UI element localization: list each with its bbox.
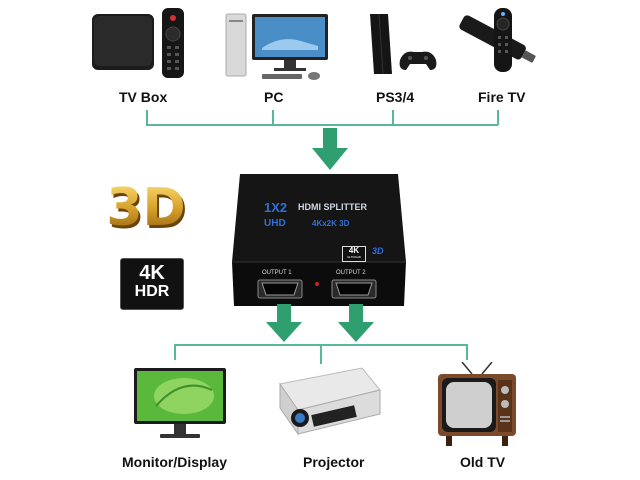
output-1-label: OUTPUT 1 bbox=[262, 270, 292, 276]
top-bracket-tick-1 bbox=[146, 110, 148, 125]
output-arrow-2-icon bbox=[338, 304, 374, 344]
fire-tv-device bbox=[446, 6, 556, 80]
hdmi-splitter-device: 1X2 HDMI SPLITTER UHD 4Kx2K 3D 4K ULTRAH… bbox=[228, 170, 408, 310]
4k-hdr-badge: 4K HDR bbox=[120, 258, 184, 310]
old-tv-label: Old TV bbox=[460, 454, 506, 470]
splitter-4k-logo-sub: ULTRAHD bbox=[347, 255, 361, 259]
top-bracket-tick-3 bbox=[392, 110, 394, 125]
output-arrow-1-icon bbox=[266, 304, 302, 344]
ps-console-device bbox=[360, 8, 440, 80]
projector-label: Projector bbox=[303, 454, 365, 470]
monitor-label: Monitor/Display bbox=[122, 454, 228, 470]
bottom-bracket-tick-1 bbox=[174, 344, 176, 360]
splitter-4k-logo-text: 4K bbox=[348, 246, 360, 255]
splitter-subtitle-left: UHD bbox=[264, 218, 286, 229]
ps-label: PS3/4 bbox=[376, 89, 415, 105]
splitter-title-big: 1X2 bbox=[264, 200, 288, 215]
pc-device bbox=[222, 10, 332, 82]
splitter-title: HDMI SPLITTER bbox=[298, 202, 367, 212]
output-2-label: OUTPUT 2 bbox=[336, 270, 366, 276]
bottom-bracket-tick-3 bbox=[466, 344, 468, 360]
splitter-4k-logo: 4K ULTRAHD bbox=[342, 246, 366, 262]
4k-badge-top: 4K bbox=[139, 262, 165, 284]
bottom-bracket-tick-2 bbox=[320, 344, 322, 364]
tv-box-label: TV Box bbox=[119, 89, 168, 105]
splitter-subtitle-right: 4Kx2K 3D bbox=[312, 219, 350, 228]
3d-badge-icon: 3D 3D bbox=[108, 172, 188, 242]
svg-text:3D: 3D bbox=[108, 181, 187, 241]
old-tv-device bbox=[436, 362, 518, 448]
tv-box-device bbox=[88, 6, 198, 80]
top-bracket-tick-4 bbox=[497, 110, 499, 125]
top-bracket-horizontal bbox=[146, 124, 498, 126]
fire-tv-label: Fire TV bbox=[478, 89, 526, 105]
hdr-badge-bottom: HDR bbox=[134, 283, 170, 300]
projector-device bbox=[272, 360, 382, 444]
3d-badge-text: 3D bbox=[108, 178, 186, 238]
monitor-device bbox=[132, 366, 228, 442]
input-arrow-icon bbox=[310, 128, 350, 172]
top-bracket-tick-2 bbox=[272, 110, 274, 125]
pc-label: PC bbox=[264, 89, 284, 105]
splitter-3d-logo: 3D bbox=[372, 246, 384, 256]
